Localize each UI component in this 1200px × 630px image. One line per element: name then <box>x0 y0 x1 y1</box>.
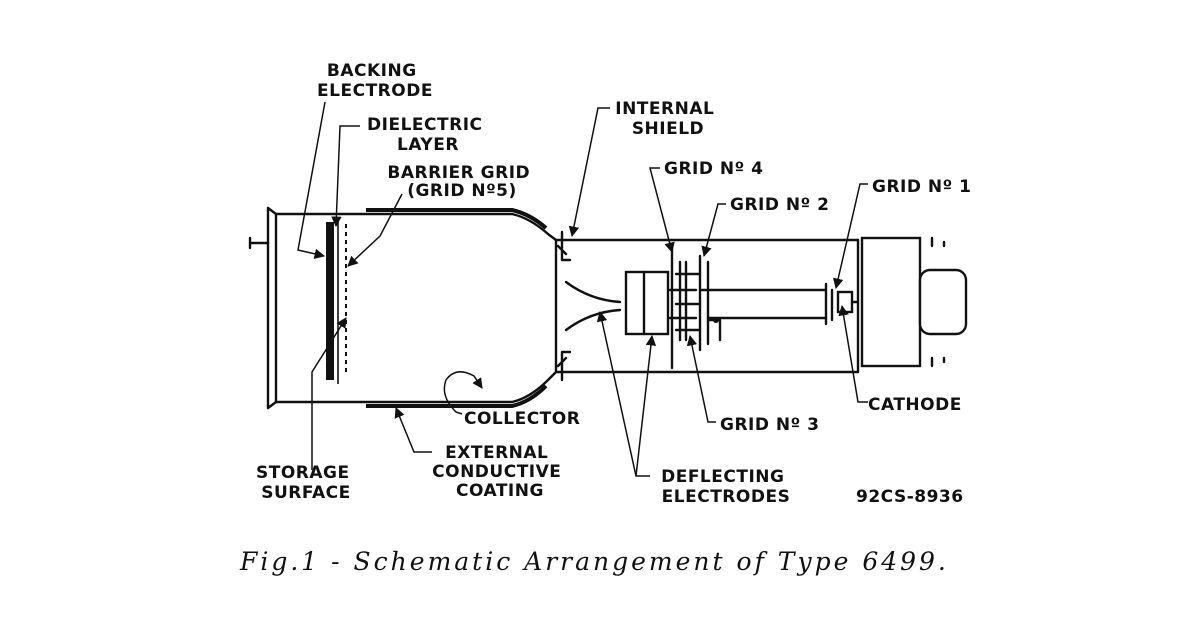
leader-lines <box>297 101 868 477</box>
label-backing-electrode: BACKING ELECTRODE <box>317 61 433 101</box>
label-grid-3: GRID Nº 3 <box>720 415 819 435</box>
figure-caption: Fig.1 - Schematic Arrangement of Type 64… <box>239 547 949 576</box>
drawing-number: 92CS-8936 <box>856 487 964 507</box>
tube-base <box>860 236 968 368</box>
deflecting-electrodes <box>624 270 670 336</box>
label-deflecting-electrodes: DEFLECTING ELECTRODES <box>661 467 791 507</box>
label-external-conductive-coating: EXTERNAL CONDUCTIVE COATING <box>432 443 568 501</box>
labels: BACKING ELECTRODE DIELECTRIC LAYER BARRI… <box>256 61 971 507</box>
label-dielectric-layer: DIELECTRIC LAYER <box>367 115 489 155</box>
external-conductive-coating <box>366 208 548 408</box>
target-assembly <box>326 218 347 384</box>
label-storage-surface: STORAGE SURFACE <box>256 463 356 503</box>
label-internal-shield: INTERNAL SHIELD <box>615 99 721 139</box>
backing-electrode-plate <box>326 222 334 380</box>
internal-shield <box>556 230 622 382</box>
label-grid-2: GRID Nº 2 <box>730 195 829 215</box>
label-grid-4: GRID Nº 4 <box>664 159 763 179</box>
tube-envelope <box>248 206 860 410</box>
label-grid-1: GRID Nº 1 <box>872 177 971 197</box>
label-collector: COLLECTOR <box>464 409 580 429</box>
electron-gun <box>668 238 860 374</box>
label-barrier-grid: BARRIER GRID (GRID Nº5) <box>387 163 536 201</box>
label-cathode: CATHODE <box>868 395 962 415</box>
